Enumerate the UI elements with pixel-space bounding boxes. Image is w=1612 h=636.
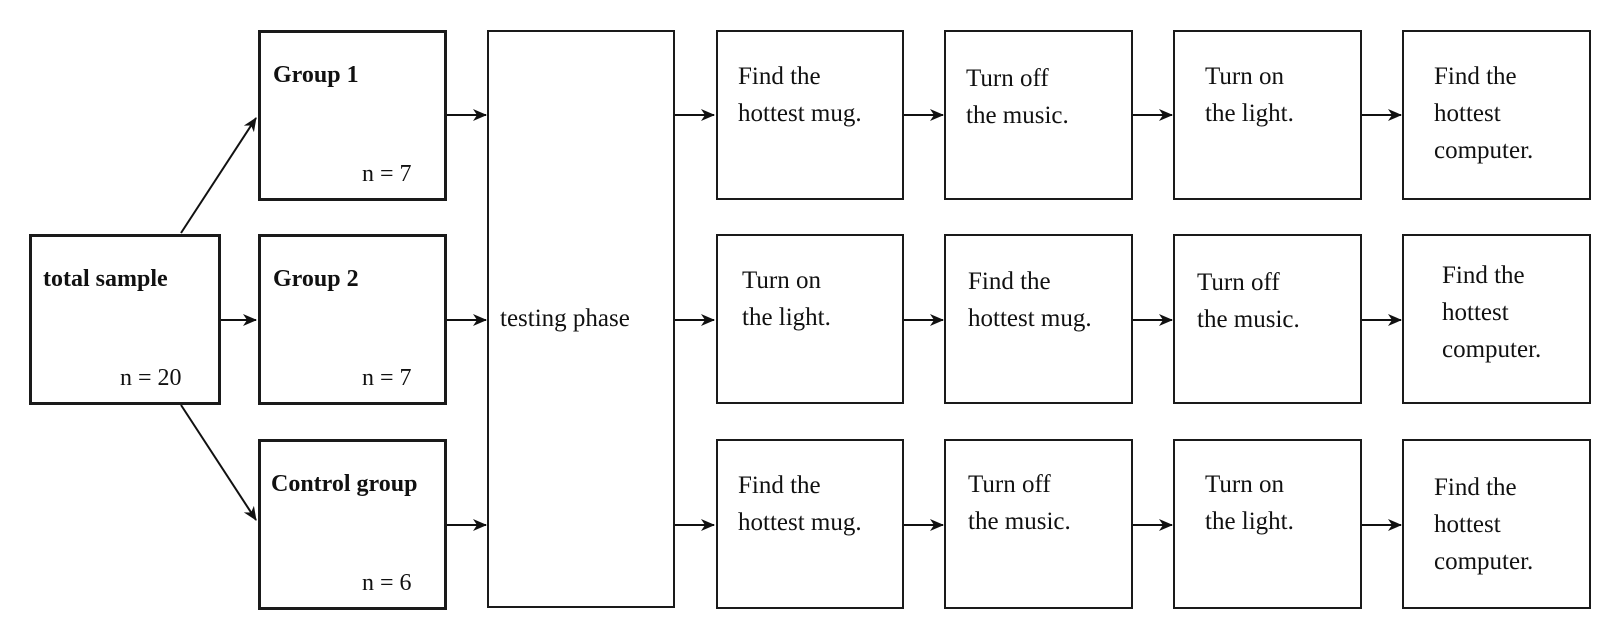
total-sample-box xyxy=(29,234,221,405)
control-group-n: n = 6 xyxy=(362,570,412,596)
row-3-step-4-box xyxy=(1402,439,1591,609)
testing-phase-label: testing phase xyxy=(500,305,630,332)
group-2-n: n = 7 xyxy=(362,365,412,391)
row-2-step-1-box xyxy=(716,234,904,404)
row-1-step-3-box xyxy=(1173,30,1362,200)
row-1-step-2-box xyxy=(944,30,1133,200)
row-3-step-2-box xyxy=(944,439,1133,609)
total-sample-title: total sample xyxy=(43,266,168,292)
group-1-box xyxy=(258,30,447,201)
group-2-title: Group 2 xyxy=(273,266,359,292)
row-3-step-1-box xyxy=(716,439,904,609)
control-group-box xyxy=(258,439,447,610)
group-2-box xyxy=(258,234,447,405)
total-sample-n: n = 20 xyxy=(120,365,182,391)
row-2-step-4-box xyxy=(1402,234,1591,404)
row-2-step-2-box xyxy=(944,234,1133,404)
arrow-total-to-group1 xyxy=(180,117,257,234)
group-1-n: n = 7 xyxy=(362,161,412,187)
arrow-total-to-control xyxy=(180,404,257,521)
row-1-step-4-box xyxy=(1402,30,1591,200)
row-1-step-1-box xyxy=(716,30,904,200)
control-group-title: Control group xyxy=(271,471,418,497)
row-3-step-3-box xyxy=(1173,439,1362,609)
row-2-step-3-box xyxy=(1173,234,1362,404)
group-1-title: Group 1 xyxy=(273,62,359,88)
testing-phase-box xyxy=(487,30,675,608)
